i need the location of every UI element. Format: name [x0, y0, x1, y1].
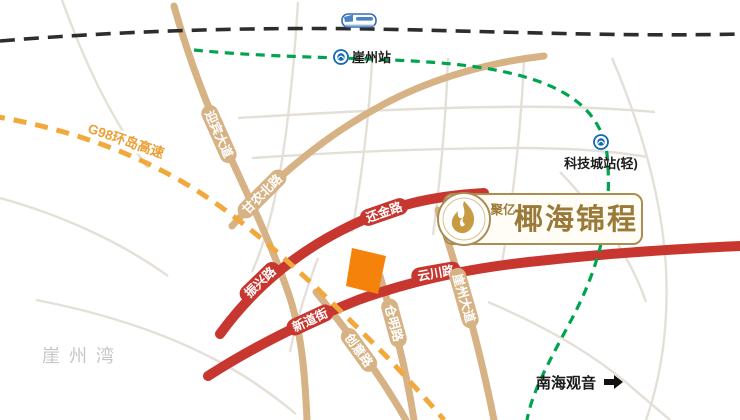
station-icon-arch	[337, 55, 345, 59]
flame-logo-icon	[451, 201, 475, 234]
station-yazhou: 崖州站	[333, 49, 391, 65]
road-yingbin-avenue	[170, 2, 311, 420]
nanhai-guanyin-pointer: 南海观音	[536, 374, 623, 392]
minor-road	[350, 61, 374, 233]
road-label-yazhou-avenue: 崖州大道	[449, 267, 479, 329]
station-tech-city-label: 科技城站(轻)	[564, 156, 638, 171]
road-label-text: 崖州大道	[450, 272, 478, 325]
station-icon-arch	[597, 140, 605, 144]
metro-line	[193, 48, 611, 420]
minor-road	[288, 257, 320, 353]
minor-road	[251, 146, 649, 160]
road-label-yunchuan: 云川路	[411, 261, 461, 285]
train-icon	[341, 13, 377, 28]
label-pill	[381, 298, 407, 348]
train-skirt	[345, 24, 374, 27]
station-yazhou-label: 崖州站	[352, 50, 391, 65]
road-label-text: 云川路	[416, 262, 456, 283]
railway-line	[0, 26, 740, 43]
minor-road	[487, 300, 671, 420]
minor-road	[237, 105, 656, 120]
label-pill	[449, 267, 479, 329]
minor-road-network	[0, 0, 671, 420]
metro-station-icon	[333, 49, 349, 65]
brand-plaque: 聚亿 椰海锦程	[437, 192, 643, 246]
road-label-cangming: 仓明路	[381, 298, 407, 348]
train-windshield	[344, 14, 353, 22]
minor-road	[250, 1, 300, 273]
station-icon-core	[597, 138, 605, 146]
station-icon-core	[337, 53, 345, 61]
metro-station-icon	[593, 134, 609, 150]
minor-road	[60, 0, 149, 169]
minor-road	[610, 57, 668, 420]
brand-name-small: 聚亿	[489, 202, 515, 217]
g98-highway-line	[0, 114, 446, 420]
nanhai-guanyin-label: 南海观音	[536, 374, 596, 392]
label-pill	[340, 328, 378, 372]
minor-road	[35, 298, 297, 415]
arrow-right-icon	[604, 375, 623, 389]
road-label-yingbin-avenue: 迎宾大道	[201, 104, 237, 164]
yazhou-bay-label: 崖州湾	[42, 346, 123, 366]
label-pill	[411, 261, 461, 285]
minor-road	[0, 196, 169, 277]
label-pill	[237, 169, 287, 219]
label-pill	[201, 104, 237, 164]
label-pill	[359, 198, 409, 226]
project-marker	[346, 248, 386, 294]
train-window-band	[356, 17, 373, 21]
road-label-huanjin: 还金路	[359, 198, 409, 226]
flame-logo-highlight	[459, 217, 465, 227]
station-tech-city: 科技城站(轻)	[564, 134, 638, 171]
road-label-text: 迎宾大道	[202, 108, 236, 160]
road-label-chuangyi: 创意路	[340, 328, 378, 372]
road-label-zhenxing: 振兴路	[239, 262, 281, 302]
road-label-text: 还金路	[363, 199, 405, 226]
brand-name-large: 椰海锦程	[514, 203, 638, 236]
logo-emblem-inner-ring	[442, 197, 486, 241]
road-label-gannong-north: 甘农北路	[237, 169, 287, 219]
label-pill	[286, 304, 334, 336]
label-pill	[239, 262, 281, 302]
